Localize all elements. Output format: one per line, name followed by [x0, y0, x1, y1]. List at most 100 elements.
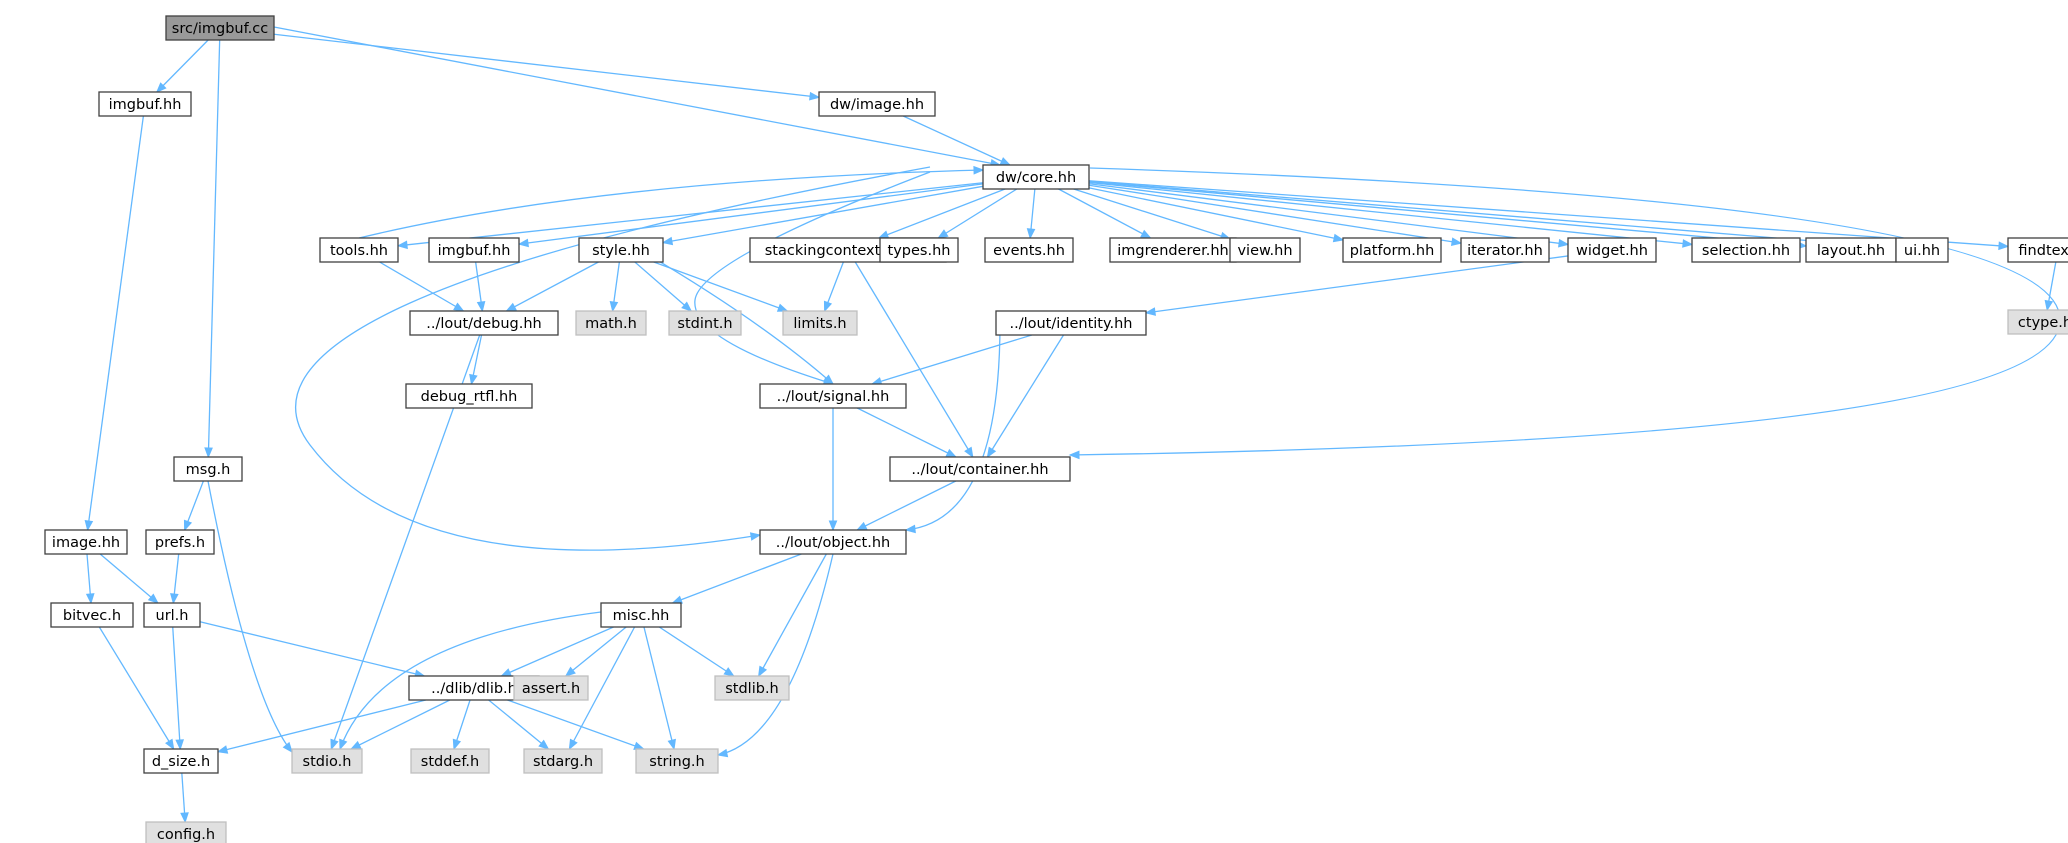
edge-dlib-to-d_size	[217, 699, 426, 753]
edge-dlib-to-string	[507, 699, 644, 750]
node-lout-debug[interactable]: ../lout/debug.hh	[409, 310, 559, 336]
node-dw-core[interactable]: dw/core.hh	[982, 164, 1090, 190]
edge-url-to-d_size-arrowhead	[175, 739, 185, 751]
edge-dlib-to-stdio	[350, 699, 451, 750]
node-box	[995, 310, 1147, 336]
node-label: stdlib.h	[725, 681, 779, 697]
node-box	[410, 748, 490, 774]
node-image-hh[interactable]: image.hh	[44, 529, 128, 555]
node-widget[interactable]: widget.hh	[1567, 237, 1657, 263]
node-label: iterator.hh	[1467, 243, 1543, 259]
node-box	[291, 748, 363, 774]
node-string: string.h	[635, 748, 719, 774]
node-box	[165, 15, 275, 41]
node-config: config.h	[145, 821, 227, 843]
node-imgbuf-hh2[interactable]: imgbuf.hh	[428, 237, 520, 263]
node-label: selection.hh	[1702, 243, 1790, 259]
node-iterator[interactable]: iterator.hh	[1460, 237, 1550, 263]
node-box	[173, 456, 243, 482]
node-prefs[interactable]: prefs.h	[145, 529, 215, 555]
node-label: string.h	[649, 754, 704, 770]
node-label: msg.h	[186, 462, 231, 478]
edge-lout_debug-to-stdio-arrowhead	[330, 738, 339, 751]
edge-dw_core-to-platform-arrowhead	[1332, 233, 1345, 243]
edge-style-to-math-arrowhead	[609, 300, 619, 313]
node-ui[interactable]: ui.hh	[1895, 237, 1949, 263]
node-events[interactable]: events.hh	[984, 237, 1074, 263]
edge-dw_core-to-selection	[1088, 181, 1693, 246]
node-findtext[interactable]: findtext.hh	[2007, 237, 2068, 263]
edge-dlib-to-stdarg	[488, 699, 549, 750]
node-selection[interactable]: selection.hh	[1691, 237, 1801, 263]
node-debug-rtfl[interactable]: debug_rtfl.hh	[405, 383, 533, 409]
node-box	[1109, 237, 1237, 263]
node-box	[759, 529, 907, 555]
node-lout-object[interactable]: ../lout/object.hh	[759, 529, 907, 555]
node-dw-image[interactable]: dw/image.hh	[818, 91, 936, 117]
node-label: limits.h	[793, 316, 846, 332]
node-label: stddef.h	[421, 754, 479, 770]
node-style[interactable]: style.hh	[578, 237, 664, 263]
node-msg[interactable]: msg.h	[173, 456, 243, 482]
edge-misc-to-stdio-arrowhead	[339, 738, 348, 751]
edge-dlib-to-stddef-arrowhead	[452, 738, 462, 751]
node-label: prefs.h	[155, 535, 205, 551]
edge-msg-to-stdio-arrowhead	[282, 741, 293, 754]
node-bitvec[interactable]: bitvec.h	[50, 602, 134, 628]
node-d-size[interactable]: d_size.h	[143, 748, 219, 774]
edge-root-to-msg	[207, 39, 221, 458]
node-url[interactable]: url.h	[143, 602, 201, 628]
node-layer: src/imgbuf.cc imgbuf.hh dw/image.hh dw/core…	[44, 15, 2068, 843]
node-box	[1460, 237, 1550, 263]
node-lout-signal[interactable]: ../lout/signal.hh	[759, 383, 907, 409]
edge-widget-to-lout_identity-arrowhead	[1144, 307, 1156, 316]
edge-dw_core-to-widget	[1088, 183, 1569, 246]
node-label: widget.hh	[1576, 243, 1648, 259]
node-root[interactable]: src/imgbuf.cc	[165, 15, 275, 41]
node-box	[879, 237, 959, 263]
node-box	[984, 237, 1074, 263]
node-label: imgbuf.hh	[438, 243, 511, 259]
edge-misc-to-string	[643, 626, 675, 750]
edge-lout_object-to-stdlib	[758, 553, 827, 677]
node-label: ui.hh	[1904, 243, 1940, 259]
node-label: misc.hh	[613, 608, 670, 624]
node-layout[interactable]: layout.hh	[1805, 237, 1897, 263]
node-box	[782, 310, 858, 336]
edge-dlib-to-d_size-arrowhead	[216, 745, 229, 754]
node-lout-container[interactable]: ../lout/container.hh	[889, 456, 1071, 482]
node-label: d_size.h	[152, 754, 210, 770]
edge-dlib-to-stdarg-arrowhead	[538, 739, 550, 750]
node-stddef: stddef.h	[410, 748, 490, 774]
node-tools[interactable]: tools.hh	[319, 237, 399, 263]
edge-lout_identity-to-lout_container-arrowhead	[986, 446, 997, 459]
node-box	[405, 383, 533, 409]
edge-imgbuf_hh_top-to-image_hh	[86, 115, 145, 531]
node-imgrenderer[interactable]: imgrenderer.hh	[1109, 237, 1237, 263]
node-types[interactable]: types.hh	[879, 237, 959, 263]
node-label: debug_rtfl.hh	[421, 389, 518, 405]
node-box	[2007, 309, 2068, 335]
node-label: ../lout/container.hh	[911, 462, 1048, 478]
node-platform[interactable]: platform.hh	[1342, 237, 1442, 263]
edge-root-to-dw_image	[273, 33, 820, 98]
edge-dw_core-to-tools-arrowhead	[396, 240, 408, 250]
edge-misc-to-dlib-arrowhead	[500, 668, 512, 677]
edge-style-to-lout_debug-arrowhead	[505, 302, 517, 312]
edge-dw_core-to-selection-arrowhead	[1682, 239, 1694, 248]
edge-dw_core-to-events-arrowhead	[1026, 228, 1036, 240]
node-label: ../lout/identity.hh	[1009, 316, 1132, 332]
node-lout-identity[interactable]: ../lout/identity.hh	[995, 310, 1147, 336]
node-view[interactable]: view.hh	[1229, 237, 1301, 263]
node-misc[interactable]: misc.hh	[600, 602, 682, 628]
edge-misc-to-stdlib	[658, 626, 735, 677]
node-box	[50, 602, 134, 628]
node-imgbuf-hh-top[interactable]: imgbuf.hh	[98, 91, 192, 117]
node-label: math.h	[585, 316, 637, 332]
edge-imgbuf_hh2-to-lout_debug-arrowhead	[476, 300, 486, 313]
edge-style-to-lout_signal-arrowhead	[822, 374, 835, 385]
edge-root-to-imgbuf_hh_top-arrowhead	[155, 82, 167, 93]
edge-dw_core-to-ui	[1088, 180, 1897, 249]
node-stdarg: stdarg.h	[523, 748, 603, 774]
node-label: ../lout/debug.hh	[426, 316, 541, 332]
